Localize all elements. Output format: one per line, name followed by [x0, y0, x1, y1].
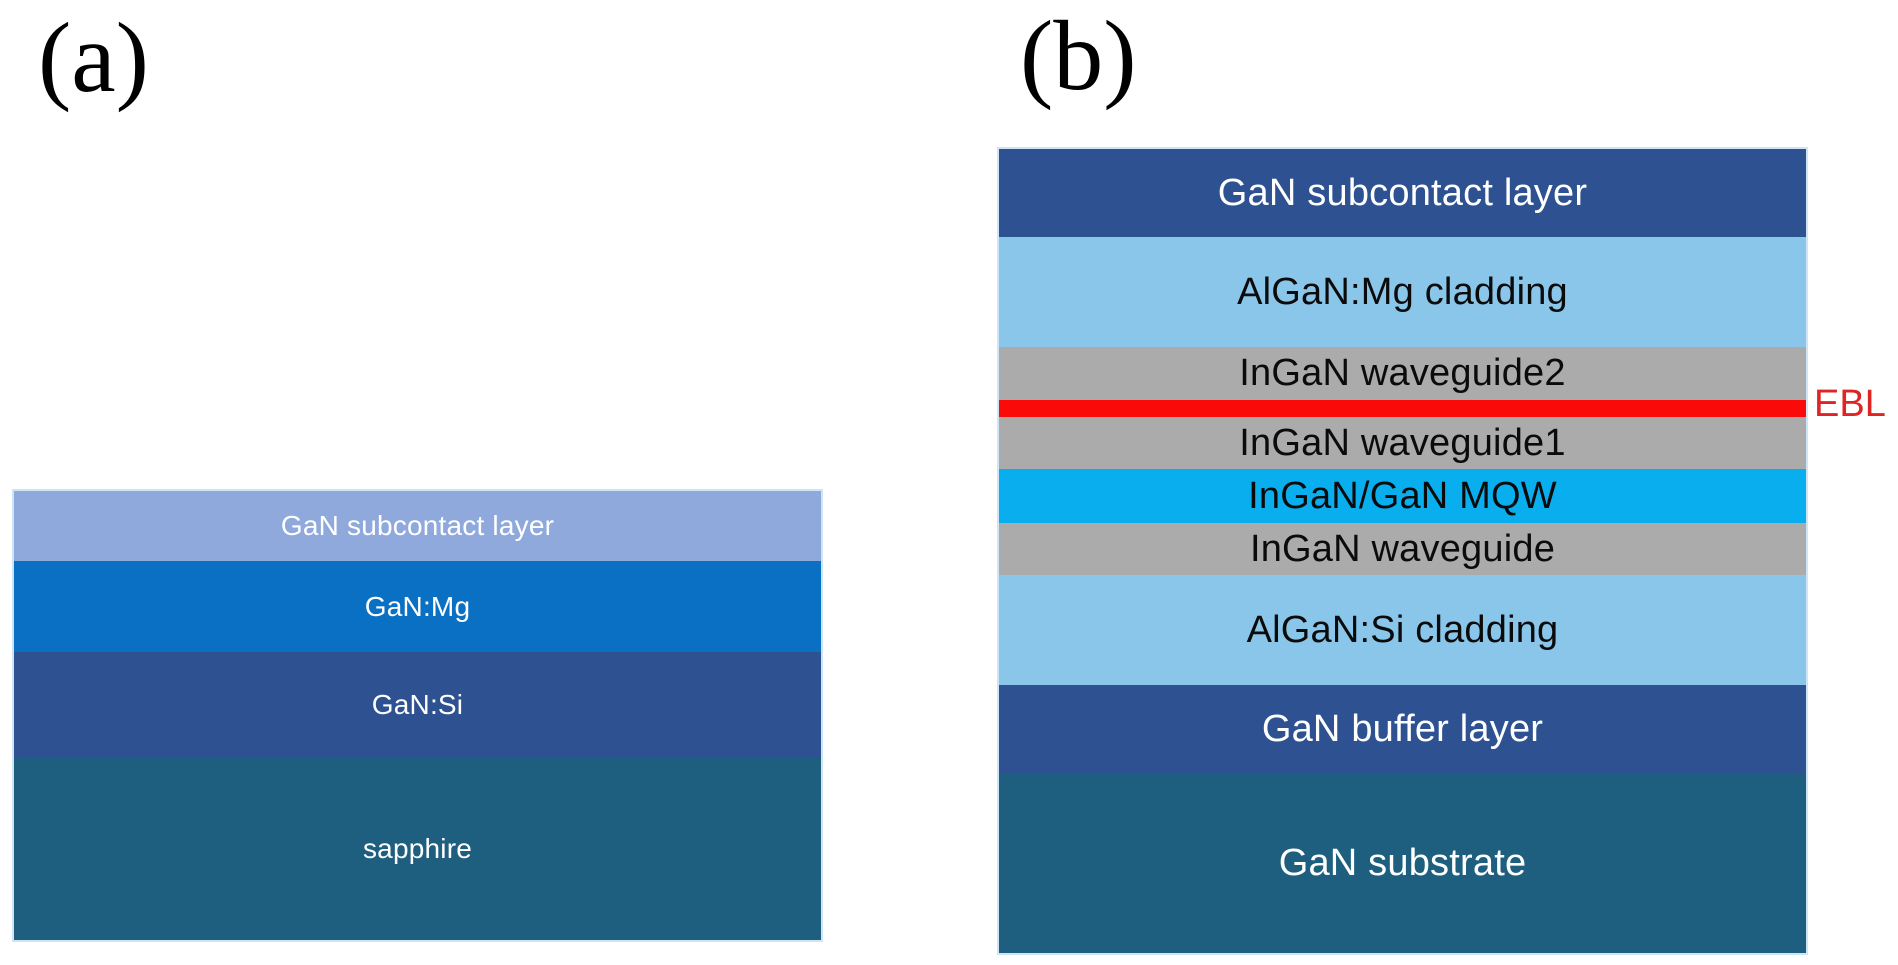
layer-a-sapphire-label: sapphire	[362, 832, 472, 864]
layer-b-gan-buffer-label: GaN buffer layer	[1261, 708, 1544, 750]
layer-b-ingan-waveguide2-label: InGaN waveguide2	[1239, 352, 1566, 394]
layer-b-gan-subcontact: GaN subcontact layer	[999, 149, 1806, 237]
layer-b-ingan-waveguide1-label: InGaN waveguide1	[1239, 421, 1566, 464]
panel-a-label: (a)	[38, 2, 149, 113]
ebl-label: EBL	[1814, 383, 1886, 425]
layer-b-algan-si-cladding-label: AlGaN:Si cladding	[1246, 608, 1559, 651]
layer-b-algan-mg-cladding-label: AlGaN:Mg cladding	[1237, 270, 1568, 313]
layer-a-sapphire: sapphire	[14, 757, 821, 940]
layer-b-algan-mg-cladding: AlGaN:Mg cladding	[999, 237, 1806, 347]
layer-b-gan-subcontact-label: GaN subcontact layer	[1217, 171, 1588, 214]
layer-a-gan-subcontact: GaN subcontact layer	[14, 491, 821, 561]
layer-a-gan-si-label: GaN:Si	[371, 688, 464, 720]
layer-b-ingan-gan-mqw: InGaN/GaN MQW	[999, 469, 1806, 523]
panel-b-label: (b)	[1020, 0, 1137, 111]
layer-a-gan-mg: GaN:Mg	[14, 561, 821, 652]
layer-b-ingan-gan-mqw-label: InGaN/GaN MQW	[1248, 474, 1557, 517]
layer-b-ingan-waveguide: InGaN waveguide	[999, 523, 1806, 575]
ebl-line	[999, 400, 1806, 417]
layer-b-gan-substrate-label: GaN substrate	[1278, 842, 1527, 884]
layer-a-gan-subcontact-label: GaN subcontact layer	[280, 510, 555, 541]
layer-b-gan-substrate: GaN substrate	[999, 774, 1806, 953]
layer-a-gan-mg-label: GaN:Mg	[364, 590, 471, 622]
stack-a: GaN subcontact layer GaN:Mg GaN:Si sapph…	[12, 489, 823, 942]
layer-b-ingan-waveguide2: InGaN waveguide2	[999, 347, 1806, 400]
layer-b-gan-buffer: GaN buffer layer	[999, 685, 1806, 774]
stack-b: GaN subcontact layer AlGaN:Mg cladding I…	[997, 147, 1808, 955]
layer-a-gan-si: GaN:Si	[14, 652, 821, 757]
layer-b-ingan-waveguide1: InGaN waveguide1	[999, 417, 1806, 469]
layer-b-ingan-waveguide-label: InGaN waveguide	[1249, 527, 1556, 570]
layer-b-algan-si-cladding: AlGaN:Si cladding	[999, 575, 1806, 685]
